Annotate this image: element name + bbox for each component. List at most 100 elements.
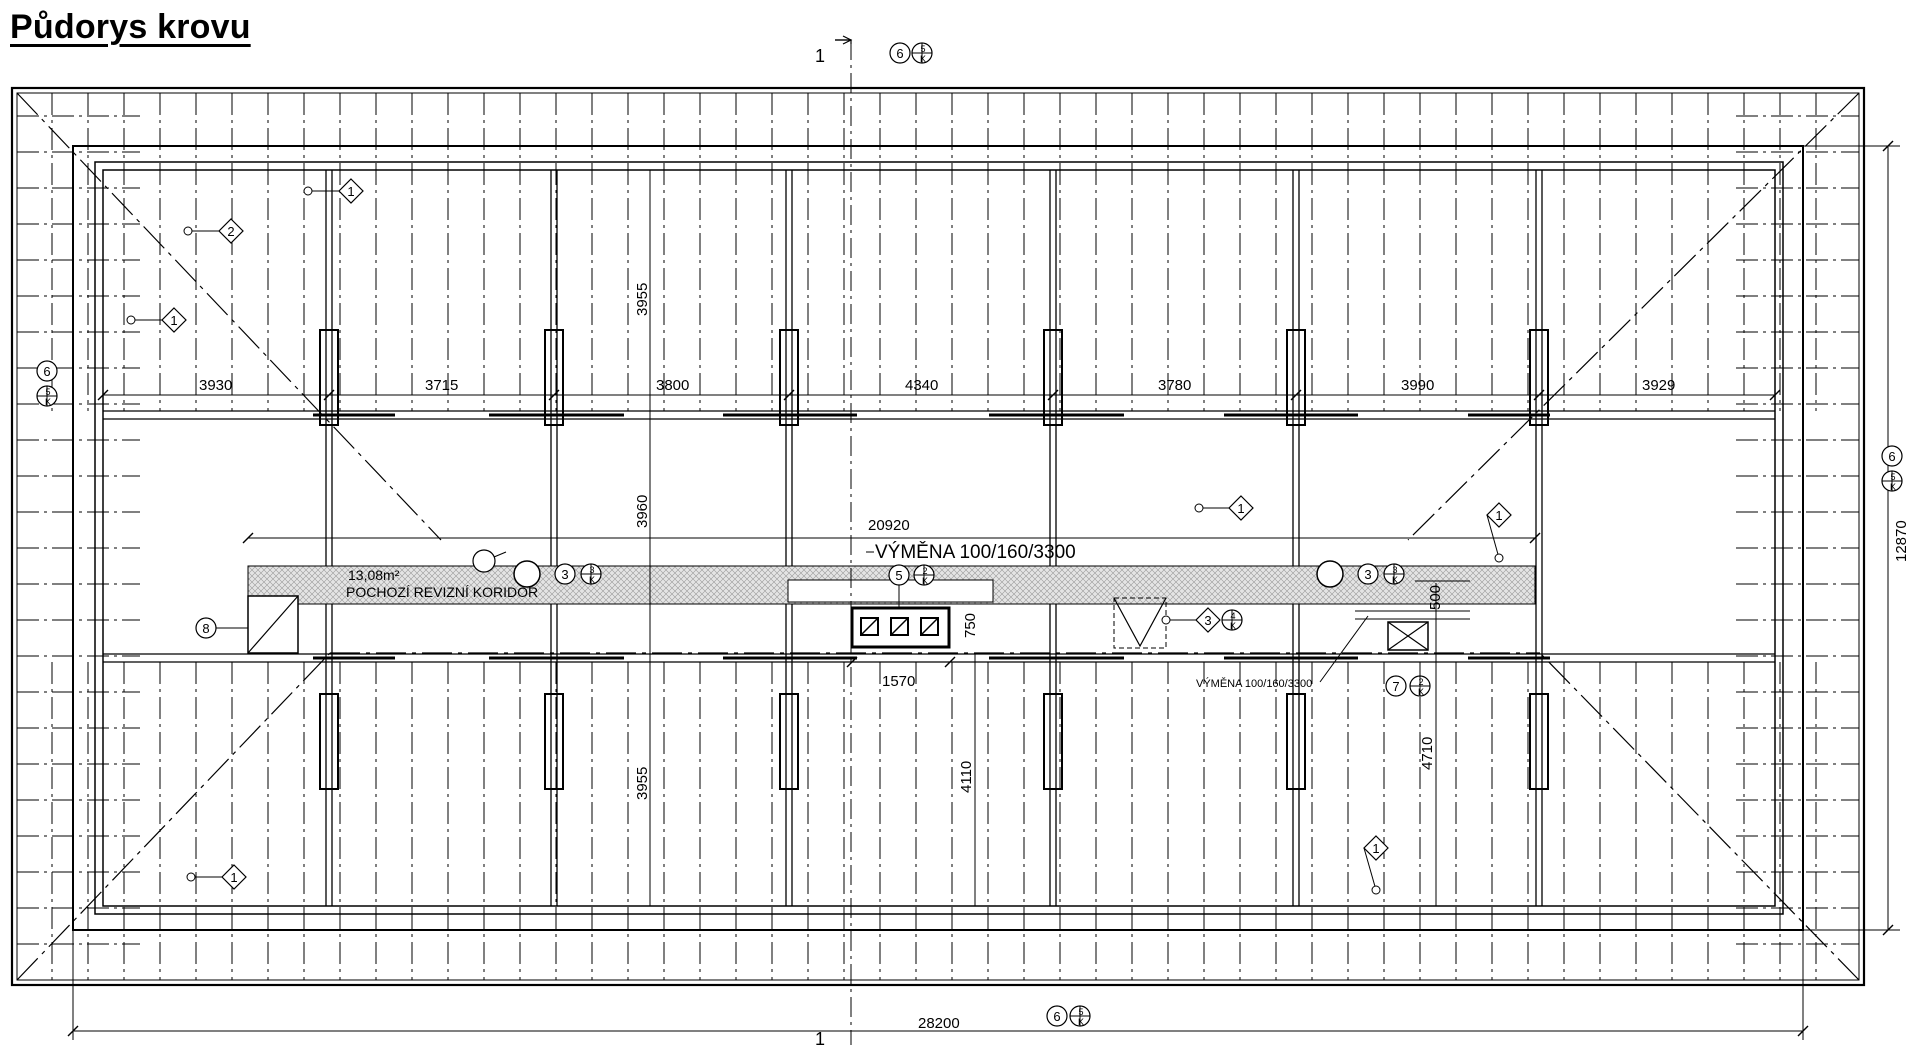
truss-post xyxy=(544,329,564,426)
callout-6-right xyxy=(1881,445,1903,467)
detail-3-vent-text: 3 xyxy=(1204,613,1211,628)
dim-3955-top: 3955 xyxy=(634,283,651,316)
dim-tick xyxy=(1769,389,1781,401)
detail-3-vent xyxy=(1195,607,1221,633)
sheet-ref-top-bottom: K xyxy=(920,54,926,64)
label-vymena-main: VÝMĚNA 100/160/3300 xyxy=(875,541,1076,563)
dim-28200: 28200 xyxy=(918,1015,960,1032)
dim-tick xyxy=(67,1025,79,1037)
callout-6-right-text: 6 xyxy=(1888,449,1895,464)
detail-1-f-text: 1 xyxy=(230,870,237,885)
post-marker-right xyxy=(1316,560,1344,588)
callout-3-right-text: 3 xyxy=(1364,567,1371,582)
dim-tick xyxy=(846,656,858,668)
truss-post xyxy=(1286,329,1306,426)
dim-tick xyxy=(242,532,254,544)
sheet-ref-bottom-bottom: K xyxy=(1078,1017,1084,1027)
dim-tick xyxy=(944,656,956,668)
dim-tick xyxy=(323,389,335,401)
callout-6-top xyxy=(889,42,911,64)
dim-top-3990: 3990 xyxy=(1401,377,1434,394)
detail-1-b xyxy=(161,307,187,333)
chimney xyxy=(850,606,951,649)
hip-lines xyxy=(16,92,1860,981)
detail-1-f xyxy=(221,864,247,890)
section-line xyxy=(835,35,853,1045)
dim-tick xyxy=(1047,389,1059,401)
dim-tick xyxy=(1882,924,1894,936)
dim-500: 500 xyxy=(1427,585,1444,610)
dim-top-3930: 3930 xyxy=(199,377,232,394)
sheet-ref-3-right-top: 3 xyxy=(1392,565,1397,575)
dim-top-3800: 3800 xyxy=(656,377,689,394)
callout-7 xyxy=(1385,675,1407,697)
truss-post xyxy=(1043,329,1063,426)
detail-1-e-text: 1 xyxy=(1372,841,1379,856)
truss-post xyxy=(1529,329,1549,426)
rafters-right xyxy=(1736,115,1859,945)
section-mark-top: 1 xyxy=(815,46,825,66)
dim-4710: 4710 xyxy=(1419,737,1436,770)
roof-outline xyxy=(10,86,1866,987)
sheet-ref-3-right-bottom: K xyxy=(1392,575,1398,585)
detail-1-e xyxy=(1363,835,1389,861)
dim-tick xyxy=(548,389,560,401)
label-area: 13,08m² xyxy=(348,567,400,583)
dimension-lines xyxy=(72,145,1900,1040)
callout-6-bottom xyxy=(1046,1005,1068,1027)
dim-tick xyxy=(783,389,795,401)
dim-top-3780: 3780 xyxy=(1158,377,1191,394)
truss-post xyxy=(319,329,339,426)
callout-8-text: 8 xyxy=(202,621,209,636)
callout-5-text: 5 xyxy=(895,568,902,583)
sheet-ref-vent-top: 4 xyxy=(1230,611,1235,621)
rafters-top xyxy=(51,93,1817,411)
sheet-ref-7-top: 2 xyxy=(1418,677,1423,687)
callout-6-top-text: 6 xyxy=(896,46,903,61)
callout-6-left-text: 6 xyxy=(43,364,50,379)
dim-tick xyxy=(1533,389,1545,401)
sheet-ref-3-left-top: 3 xyxy=(589,565,594,575)
drawing-title: Půdorys krovu xyxy=(10,8,251,46)
sheet-ref-5-bottom: K xyxy=(922,576,928,586)
truss-post xyxy=(544,693,564,790)
dim-3960: 3960 xyxy=(634,495,651,528)
sheet-ref-5-top: 2 xyxy=(922,566,927,576)
sheet-ref-left-bottom: K xyxy=(45,397,51,407)
detail-1-a-text: 1 xyxy=(347,184,354,199)
vent-box xyxy=(1113,597,1167,649)
sheet-ref-right-top: 5 xyxy=(1890,472,1895,482)
sheet-ref-bottom-top: 5 xyxy=(1078,1007,1083,1017)
callout-6-left xyxy=(36,360,58,382)
sheet-ref-vent-bottom: K xyxy=(1230,621,1236,631)
detail-1-c xyxy=(1228,495,1254,521)
truss-post xyxy=(1286,693,1306,790)
detail-1-d-text: 1 xyxy=(1495,508,1502,523)
sheet-ref-3-left-bottom: K xyxy=(589,575,595,585)
dim-tick xyxy=(1529,532,1541,544)
detail-1-d xyxy=(1486,502,1512,528)
dimension-ticks xyxy=(67,140,1894,1037)
truss-post xyxy=(1529,693,1549,790)
sheet-ref-right-bottom: K xyxy=(1890,482,1896,492)
dim-12870: 12870 xyxy=(1893,520,1910,562)
dim-750: 750 xyxy=(962,613,979,638)
dim-tick xyxy=(1882,140,1894,152)
callout-3-left xyxy=(554,563,576,585)
dim-1570: 1570 xyxy=(882,673,915,690)
truss-post xyxy=(319,693,339,790)
sheet-ref-left-top: 5 xyxy=(45,387,50,397)
detail-2 xyxy=(218,218,244,244)
dim-top-3715: 3715 xyxy=(425,377,458,394)
detail-1-b-text: 1 xyxy=(170,313,177,328)
truss-post xyxy=(779,693,799,790)
section-mark-bottom: 1 xyxy=(815,1029,825,1045)
truss-post xyxy=(1043,693,1063,790)
sheet-ref-7-bottom: K xyxy=(1418,687,1424,697)
sheet-ref-top-top: 5 xyxy=(920,44,925,54)
dim-20920: 20920 xyxy=(868,517,910,534)
s1-marker xyxy=(472,549,496,573)
